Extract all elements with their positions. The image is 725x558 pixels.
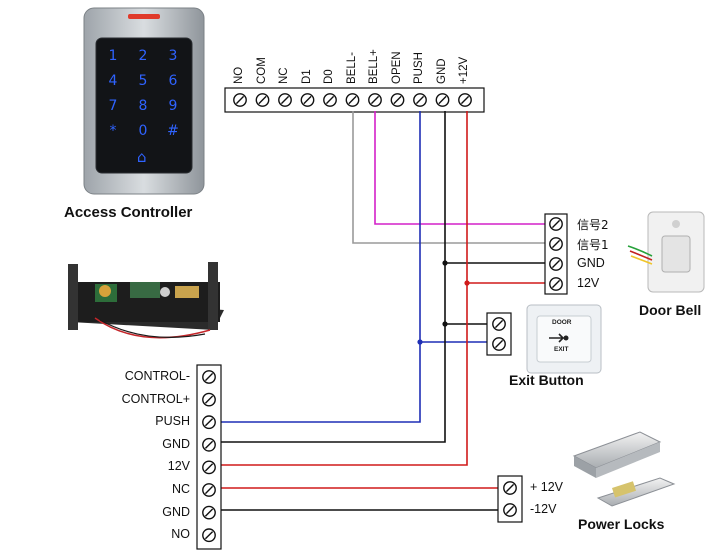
keypad-key: # <box>167 123 179 139</box>
keypad-key: 1 <box>108 48 118 64</box>
power-supply-terminal-label: 12V <box>167 459 190 474</box>
door-bell-terminal-screw <box>549 217 563 231</box>
power-supply-terminal-block <box>196 364 222 550</box>
wire-bell-plus <box>374 111 546 225</box>
wire-bell-minus <box>352 111 546 244</box>
wires <box>220 111 546 511</box>
door-bell-terminal-screw <box>549 277 563 291</box>
top-terminal-screw <box>368 93 382 107</box>
doorbell-key: ⌂ <box>137 148 147 166</box>
door-bell-terminal-label: 信号1 <box>577 238 609 252</box>
top-terminal-screw <box>345 93 360 107</box>
keypad-key: 3 <box>168 48 178 64</box>
power-supply-terminal-screw <box>202 460 216 475</box>
keypad-key: 5 <box>138 73 148 89</box>
exit-button-terminal-screw <box>492 337 506 351</box>
door-bell-device <box>627 211 705 293</box>
top-terminal-label: COM <box>255 57 268 84</box>
door-bell-terminal-screw <box>549 237 563 251</box>
power-supply-terminal-screw <box>202 483 216 497</box>
exit-button-terminal-screw <box>492 317 506 331</box>
top-terminal-screw <box>323 93 337 107</box>
top-terminal-screw <box>300 93 315 107</box>
power-supply-terminal-label: GND <box>162 436 190 451</box>
power-supply-terminal-screw <box>202 415 216 430</box>
exit-button-device <box>526 304 602 374</box>
power-supply-terminal-screw <box>202 528 216 543</box>
keypad-key: 7 <box>108 98 118 114</box>
top-terminal-screw <box>413 93 427 107</box>
power-lock-terminal-label: + 12V <box>530 480 564 494</box>
power-locks-device <box>572 431 676 507</box>
exit-button-terminal-block <box>486 312 512 356</box>
top-terminal-screw <box>233 93 247 107</box>
top-terminal-label: NC <box>278 67 290 84</box>
top-terminal-label: D0 <box>323 69 335 84</box>
top-terminal-label: GND <box>435 58 448 84</box>
door-bell-terminal-label: 12V <box>577 276 600 290</box>
power-lock-terminal-block <box>497 475 523 523</box>
status-led <box>128 14 160 19</box>
door-bell-terminal-block <box>544 213 568 295</box>
keypad: 1 2 3 4 5 6 7 8 9 * 0 # <box>98 44 190 140</box>
wire-gnd <box>220 111 446 443</box>
wire-push <box>220 111 421 423</box>
top-terminal-screw <box>255 93 270 107</box>
keypad-key: 6 <box>168 73 178 89</box>
power-supply-board <box>68 262 224 339</box>
power-supply-terminal-screw <box>202 370 216 384</box>
power-supply-terminal-label: NC <box>171 482 190 496</box>
power-locks-caption: Power Locks <box>578 516 665 532</box>
door-bell-terminal-label: 信号2 <box>577 218 609 232</box>
wire-12v <box>220 111 468 466</box>
top-terminal-label: BELL+ <box>368 49 380 84</box>
keypad-key: * <box>109 123 117 139</box>
keypad-key: 8 <box>138 98 148 114</box>
top-terminal-label: OPEN <box>390 51 403 84</box>
top-terminal-screw <box>390 93 405 107</box>
top-terminal-label: NO <box>233 66 245 84</box>
keypad-key: 2 <box>138 48 148 64</box>
power-lock-terminal-screw <box>503 503 517 517</box>
power-supply-terminal-label: CONTROL- <box>124 369 190 383</box>
top-terminal-label: +12V <box>458 56 470 84</box>
top-terminal-screw <box>278 93 292 107</box>
exit-plate-door-text: DOOR <box>552 319 572 326</box>
power-lock-terminal-screw <box>503 481 517 495</box>
power-supply-terminal-label: PUSH <box>155 414 190 429</box>
exit-plate-exit-text: EXIT <box>554 346 569 353</box>
keypad-key: 4 <box>108 73 118 89</box>
exit-button-caption: Exit Button <box>509 372 584 388</box>
power-supply-terminal-screw <box>202 505 216 520</box>
door-bell-terminal-screw <box>549 257 563 271</box>
door-bell-terminal-label: GND <box>577 256 605 270</box>
top-terminal-label: BELL- <box>345 52 358 84</box>
top-terminal-screw <box>458 93 472 107</box>
power-supply-terminal-label: NO <box>171 527 190 542</box>
top-terminal-label: PUSH <box>413 52 425 84</box>
power-supply-terminal-screw <box>202 437 216 452</box>
door-bell-caption: Door Bell <box>639 302 702 318</box>
keypad-key: 9 <box>168 98 178 114</box>
power-lock-terminal-label: -12V <box>530 502 557 516</box>
top-terminal-label: D1 <box>300 69 313 84</box>
top-terminal-strip <box>224 87 485 113</box>
wire-junctions <box>417 260 470 345</box>
power-supply-terminal-label: GND <box>162 504 190 519</box>
access-controller-device <box>83 7 205 195</box>
keypad-key: 0 <box>138 123 148 139</box>
power-supply-terminal-screw <box>202 392 216 407</box>
access-controller-caption: Access Controller <box>64 204 193 221</box>
top-terminal-screw <box>435 93 450 107</box>
power-supply-terminal-label: CONTROL+ <box>121 391 190 406</box>
